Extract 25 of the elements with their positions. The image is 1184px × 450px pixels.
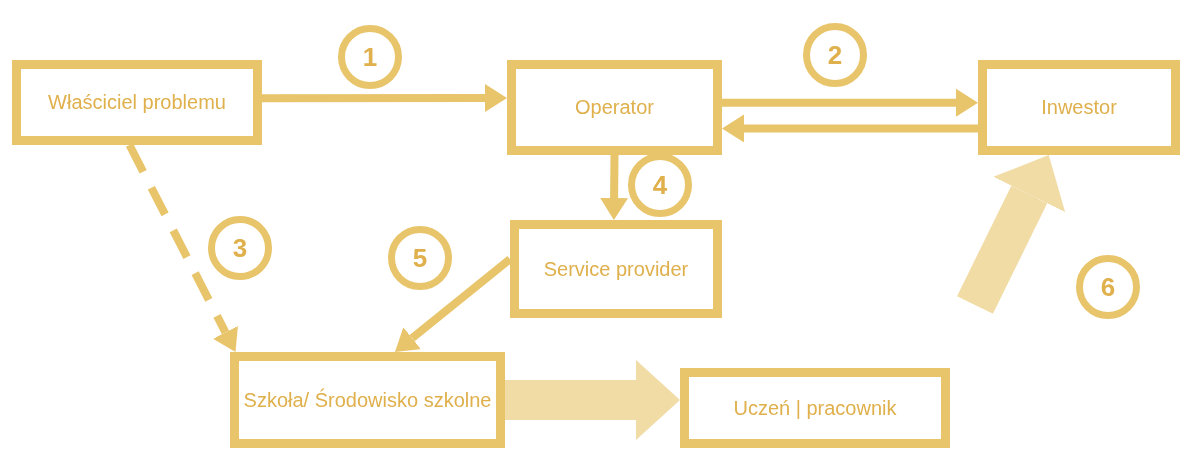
callout-number: 1 [338, 25, 402, 89]
callout-number: 3 [208, 216, 272, 280]
callout-number: 2 [803, 23, 867, 87]
process-box [680, 368, 950, 448]
box-label: Właściciel problemu [48, 90, 226, 115]
box-label: Szkoła/ Środowisko szkolne [243, 387, 492, 413]
arrow [722, 88, 978, 117]
box-label: Inwestor [1041, 95, 1117, 120]
callout-number: 4 [628, 153, 692, 217]
callout-number: 5 [388, 226, 452, 290]
arrow [600, 154, 629, 220]
dashed-arrow [125, 143, 238, 352]
process-box [978, 60, 1180, 155]
process-box [12, 60, 262, 145]
box-label: Operator [575, 95, 654, 120]
thick-arrow [957, 155, 1066, 314]
arrow [722, 114, 978, 143]
callout-number: 6 [1076, 255, 1140, 319]
thick-arrow [505, 360, 680, 440]
process-box [507, 60, 722, 155]
box-label: Uczeń | pracownik [733, 395, 897, 421]
arrow [262, 84, 507, 112]
process-box [510, 220, 722, 318]
box-label: Service provider [543, 256, 689, 282]
process-box [230, 352, 505, 448]
